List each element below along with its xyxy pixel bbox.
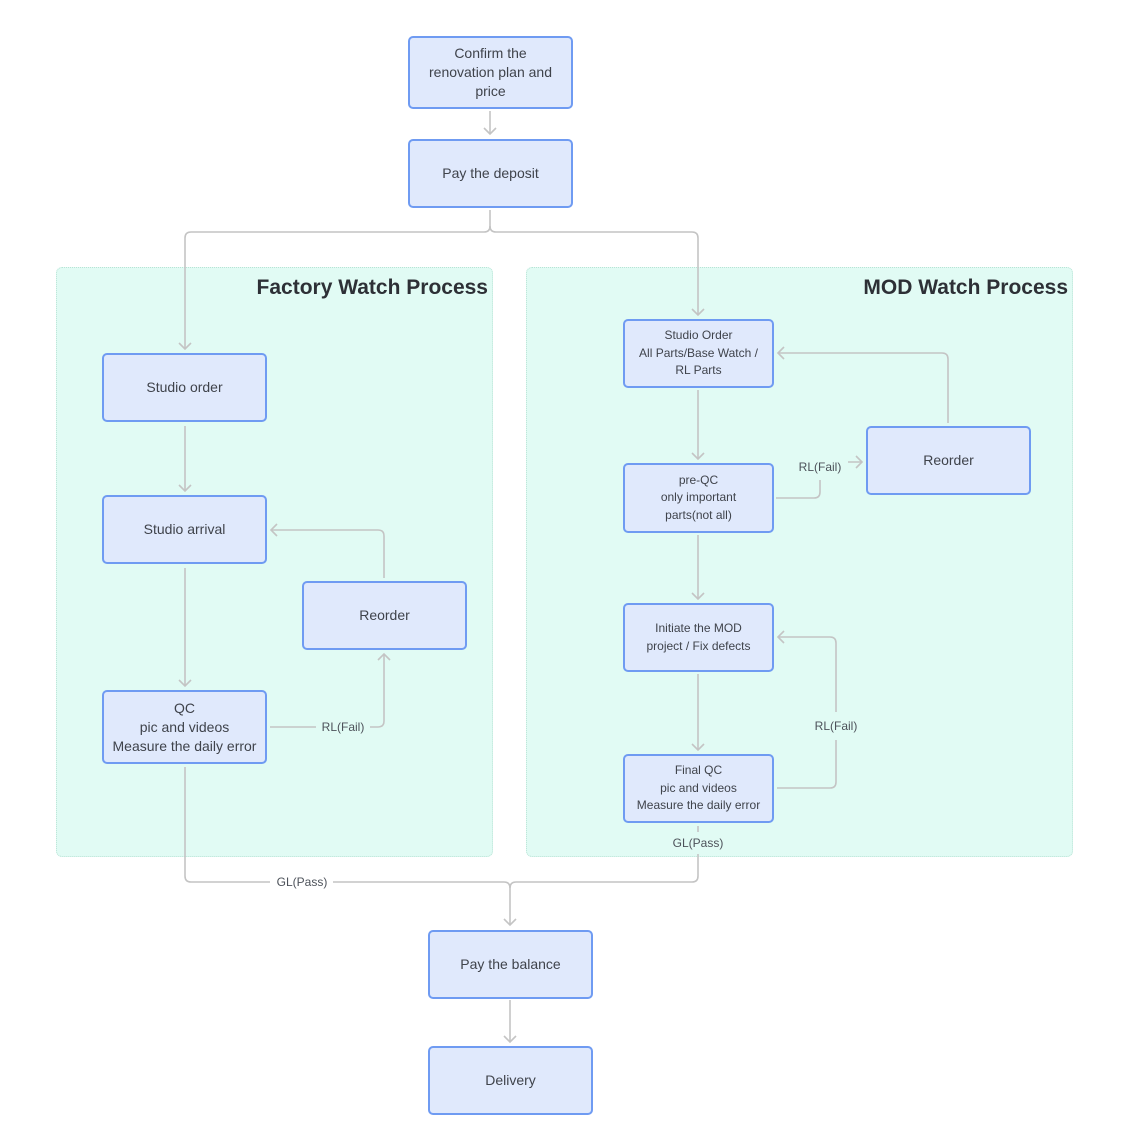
edge-label-mod-pass: GL(Pass) (668, 836, 728, 850)
edge-label-mod-preqc-fail: RL(Fail) (794, 460, 846, 474)
node-mod-reorder[interactable]: Reorder (866, 426, 1031, 495)
mod-group-title: MOD Watch Process (863, 276, 1068, 299)
node-mod-studio-order[interactable]: Studio Order All Parts/Base Watch / RL P… (623, 319, 774, 388)
node-confirm-plan[interactable]: Confirm the renovation plan and price (408, 36, 573, 109)
node-factory-qc[interactable]: QC pic and videos Measure the daily erro… (102, 690, 267, 764)
mod-watch-process-group: MOD Watch Process (526, 267, 1073, 857)
node-pay-deposit[interactable]: Pay the deposit (408, 139, 573, 208)
node-factory-studio-order[interactable]: Studio order (102, 353, 267, 422)
edge-label-factory-fail: RL(Fail) (317, 720, 369, 734)
node-delivery[interactable]: Delivery (428, 1046, 593, 1115)
node-mod-pre-qc[interactable]: pre-QC only important parts(not all) (623, 463, 774, 533)
node-mod-final-qc[interactable]: Final QC pic and videos Measure the dail… (623, 754, 774, 823)
node-factory-reorder[interactable]: Reorder (302, 581, 467, 650)
node-pay-balance[interactable]: Pay the balance (428, 930, 593, 999)
factory-group-title: Factory Watch Process (256, 276, 488, 299)
node-factory-studio-arrival[interactable]: Studio arrival (102, 495, 267, 564)
edge-label-factory-pass: GL(Pass) (272, 875, 332, 889)
node-mod-initiate[interactable]: Initiate the MOD project / Fix defects (623, 603, 774, 672)
edge-label-mod-final-fail: RL(Fail) (810, 719, 862, 733)
